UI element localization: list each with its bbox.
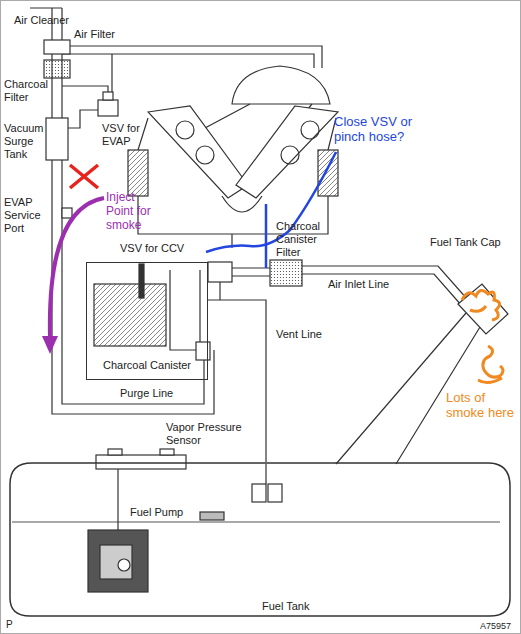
pump-inlet <box>118 559 130 571</box>
catalytic-converter <box>318 150 338 196</box>
sensor-connector <box>160 449 174 455</box>
part-label: Fuel Tank Cap <box>430 236 520 249</box>
filter-hose <box>232 268 270 276</box>
vent-line <box>208 300 266 462</box>
part-label: Air Inlet Line <box>328 278 418 291</box>
fuel-level <box>12 521 500 522</box>
blue-marker-line <box>265 204 268 268</box>
part-label: EVAP Service Port <box>4 196 48 235</box>
part-label: Fuel Pump <box>130 506 200 519</box>
tank-shape <box>6 462 514 622</box>
pressure-sensor <box>96 455 186 469</box>
intake-pipe <box>62 46 322 68</box>
fuel-pump <box>88 530 148 592</box>
figure-id: A75957 <box>480 621 520 632</box>
pipe-group <box>12 8 508 592</box>
part-label: Air Filter <box>74 28 134 41</box>
canister-filter <box>270 260 302 286</box>
part-label: Charcoal Filter <box>4 78 50 104</box>
service-port <box>62 208 72 218</box>
vsv-valve <box>98 100 118 116</box>
cylinder <box>196 146 214 164</box>
part-label: Purge Line <box>120 387 200 400</box>
valve-stem <box>219 282 220 300</box>
vent-pipe <box>265 464 266 484</box>
filler-neck <box>336 313 480 464</box>
intake-plenum <box>232 66 330 104</box>
cylinder <box>301 121 319 139</box>
part-label: Vacuum Surge Tank <box>4 122 48 161</box>
air-inlet-pipe <box>302 266 468 306</box>
cylinder <box>281 146 299 164</box>
cylinder <box>176 121 194 139</box>
surge-tank <box>46 118 68 160</box>
charcoal-filter <box>44 60 70 78</box>
part-label: Charcoal Canister Filter <box>276 220 328 259</box>
engine-bank <box>148 106 248 198</box>
catalytic-converter <box>128 150 148 196</box>
annotation-note: Close VSV or pinch hose? <box>334 114 434 144</box>
charcoal-bed <box>94 284 166 346</box>
canister-chamber <box>170 270 200 350</box>
red-cross-mark <box>70 165 98 188</box>
engine-bank <box>236 106 338 198</box>
tank-cap <box>458 284 508 334</box>
fuel-sender <box>200 512 224 520</box>
vsv-connector <box>103 92 113 100</box>
fuel-tank-outline: Fuel Tank <box>6 462 514 622</box>
smoke-scribble <box>462 290 500 320</box>
part-label: Air Cleaner <box>14 14 94 27</box>
crankcase <box>222 196 262 212</box>
vent-valve <box>252 484 266 502</box>
sensor-connector <box>108 449 122 455</box>
page-marker: P <box>6 619 26 631</box>
purple-arrowhead <box>42 336 58 354</box>
node-label: Charcoal Canister <box>103 359 203 372</box>
smoke-scribble <box>478 346 503 383</box>
tank-outline <box>10 463 510 616</box>
pump-pipe <box>117 469 118 530</box>
annotation-note: Lots of smoke here <box>446 390 521 420</box>
line-label: Vent Line <box>276 328 336 341</box>
part-label: VSV for CCV <box>120 242 206 255</box>
canister-box: Charcoal Canister <box>86 262 208 380</box>
vsv-valve <box>208 262 232 282</box>
vent-valve <box>268 484 282 502</box>
purple-arrow <box>50 198 104 338</box>
air-filter <box>44 40 70 54</box>
node-label: Fuel Tank <box>262 600 342 613</box>
part-label: VSV for EVAP <box>102 122 150 148</box>
part-label: Vapor Pressure Sensor <box>166 421 250 447</box>
exhaust-manifold <box>138 118 336 150</box>
purge-pipe <box>30 8 214 414</box>
pump-inner <box>100 545 132 579</box>
annotation-note: Inject Point for smoke <box>106 190 164 232</box>
canister-divider <box>139 264 144 298</box>
